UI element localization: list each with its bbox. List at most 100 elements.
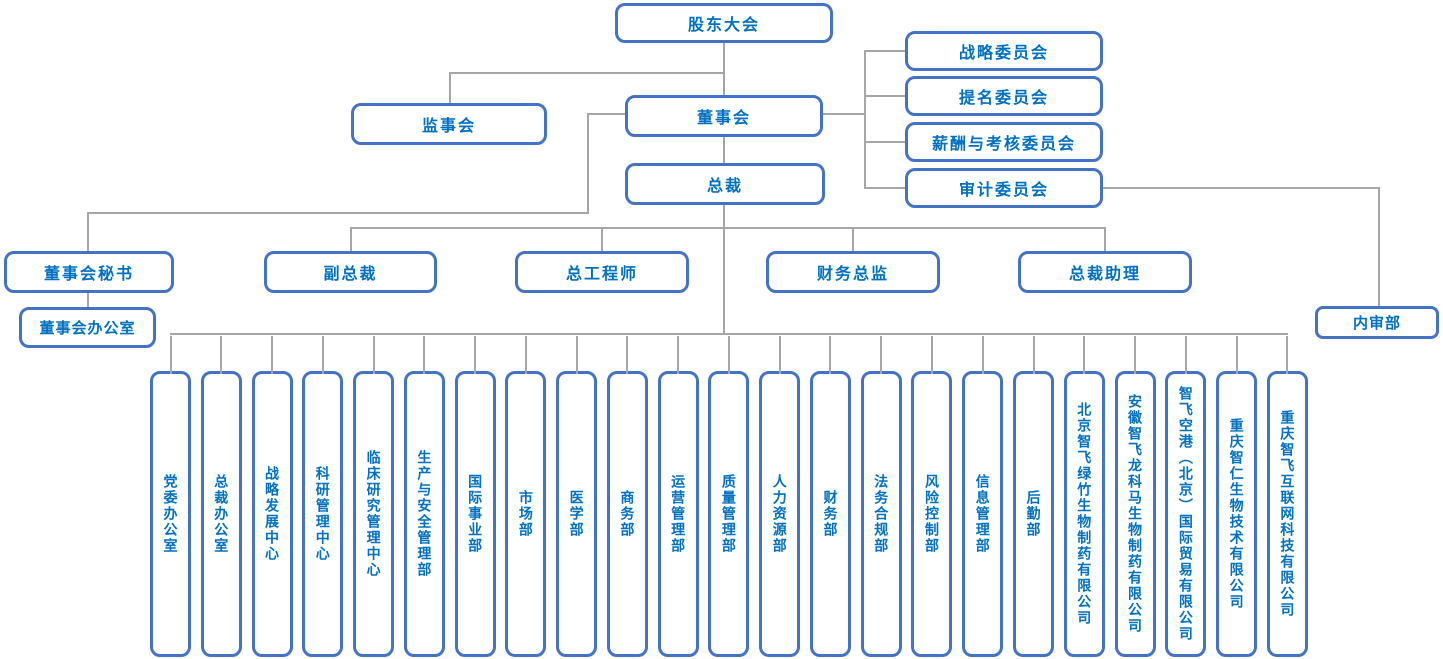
node-president: 总裁 — [625, 163, 825, 205]
connector-line — [601, 227, 603, 252]
node-subsidiary: 安徽智飞龙科马生物制药有限公司 — [1114, 336, 1156, 657]
node-department: 财务部 — [809, 336, 851, 657]
node-internal-audit: 内审部 — [1315, 306, 1439, 339]
node-label: 后勤部 — [1025, 490, 1042, 538]
node-subsidiary: 北京智飞绿竹生物制药有限公司 — [1063, 336, 1105, 657]
node-department: 生产与安全管理部 — [403, 336, 445, 657]
node-label: 运营管理部 — [670, 474, 687, 554]
node-label: 安徽智飞龙科马生物制药有限公司 — [1127, 394, 1144, 634]
connector-line — [449, 72, 451, 104]
connector-line — [864, 50, 907, 52]
node-department: 质量管理部 — [708, 336, 750, 657]
node-label: 重庆智飞互联网科技有限公司 — [1279, 410, 1296, 618]
node-department: 科研管理中心 — [302, 336, 344, 657]
connector-line — [723, 205, 725, 335]
connector-line — [350, 227, 352, 252]
connector-line — [587, 113, 589, 213]
node-department: 信息管理部 — [962, 336, 1004, 657]
connector-line — [864, 50, 866, 189]
node-label: 战略委员会 — [958, 45, 1049, 62]
node-label: 法务合规部 — [873, 474, 890, 554]
node-label: 人力资源部 — [771, 474, 788, 554]
connector-line — [723, 43, 725, 96]
node-label: 重庆智仁生物技术有限公司 — [1228, 418, 1245, 610]
node-committee-audit: 审计委员会 — [905, 168, 1103, 208]
node-department: 运营管理部 — [657, 336, 699, 657]
node-label: 质量管理部 — [720, 474, 737, 554]
node-subsidiary: 智飞空港（北京）国际贸易有限公司 — [1165, 336, 1207, 657]
node-label: 财务总监 — [816, 266, 889, 283]
node-label: 副总裁 — [323, 266, 378, 283]
connector-line — [723, 137, 725, 164]
node-label: 股东大会 — [687, 17, 760, 34]
node-board-of-directors: 董事会 — [625, 95, 823, 137]
node-label: 风险控制部 — [923, 474, 940, 554]
node-label: 医学部 — [568, 490, 585, 538]
node-label: 信息管理部 — [974, 474, 991, 554]
connector-line — [1378, 187, 1380, 307]
node-label: 董事会办公室 — [39, 320, 136, 337]
connector-line — [1104, 227, 1106, 252]
node-label: 审计委员会 — [958, 182, 1049, 199]
node-board-secretary: 董事会秘书 — [4, 251, 174, 293]
node-shareholders-meeting: 股东大会 — [615, 3, 833, 43]
node-vice-president: 副总裁 — [264, 251, 437, 293]
node-label: 生产与安全管理部 — [416, 450, 433, 578]
node-department: 医学部 — [556, 336, 598, 657]
node-label: 国际事业部 — [467, 474, 484, 554]
connector-line — [1103, 187, 1380, 189]
node-label: 薪酬与考核委员会 — [931, 136, 1076, 153]
node-label: 总裁 — [706, 178, 743, 195]
node-label: 市场部 — [517, 490, 534, 538]
node-label: 财务部 — [822, 490, 839, 538]
node-department: 风险控制部 — [911, 336, 953, 657]
node-president-assistant: 总裁助理 — [1018, 251, 1192, 293]
node-subsidiary: 重庆智飞互联网科技有限公司 — [1266, 336, 1308, 657]
connector-line — [852, 227, 854, 252]
node-label: 战略发展中心 — [264, 466, 281, 562]
node-label: 总工程师 — [565, 266, 638, 283]
node-label: 提名委员会 — [958, 90, 1049, 107]
node-department: 商务部 — [606, 336, 648, 657]
node-label: 科研管理中心 — [314, 466, 331, 562]
node-department: 法务合规部 — [860, 336, 902, 657]
connector-line — [87, 212, 589, 214]
node-label: 董事会秘书 — [43, 266, 134, 283]
connector-line — [170, 333, 1288, 335]
node-label: 智飞空港（北京）国际贸易有限公司 — [1177, 386, 1194, 642]
node-label: 总裁助理 — [1068, 266, 1141, 283]
node-label: 董事会 — [696, 110, 751, 127]
node-department: 人力资源部 — [759, 336, 801, 657]
node-department: 国际事业部 — [454, 336, 496, 657]
node-subsidiary: 重庆智仁生物技术有限公司 — [1216, 336, 1258, 657]
node-department: 总裁办公室 — [200, 336, 242, 657]
node-label: 内审部 — [1352, 315, 1401, 332]
node-label: 临床研究管理中心 — [365, 450, 382, 578]
node-label: 监事会 — [421, 118, 476, 135]
connector-line — [864, 95, 907, 97]
node-label: 总裁办公室 — [213, 474, 230, 554]
node-chief-engineer: 总工程师 — [515, 251, 689, 293]
connector-line — [87, 212, 89, 252]
node-committee-remuneration: 薪酬与考核委员会 — [905, 122, 1103, 162]
department-row: 党委办公室 总裁办公室 战略发展中心 科研管理中心 临床研究管理中心 生产与安全… — [150, 336, 1308, 657]
connector-line — [350, 227, 1106, 229]
connector-line — [449, 72, 725, 74]
node-department: 市场部 — [505, 336, 547, 657]
connector-line — [587, 113, 627, 115]
node-committee-nomination: 提名委员会 — [905, 76, 1103, 116]
node-department: 临床研究管理中心 — [353, 336, 395, 657]
connector-line — [864, 187, 907, 189]
node-label: 商务部 — [619, 490, 636, 538]
node-department: 党委办公室 — [150, 336, 191, 657]
node-cfo: 财务总监 — [766, 251, 940, 293]
node-board-office: 董事会办公室 — [19, 307, 156, 348]
node-label: 党委办公室 — [162, 474, 179, 554]
node-department: 战略发展中心 — [251, 336, 293, 657]
node-supervisory-board: 监事会 — [351, 103, 547, 145]
node-label: 北京智飞绿竹生物制药有限公司 — [1076, 402, 1093, 626]
connector-line — [823, 113, 866, 115]
connector-line — [87, 293, 89, 308]
node-department: 后勤部 — [1013, 336, 1055, 657]
